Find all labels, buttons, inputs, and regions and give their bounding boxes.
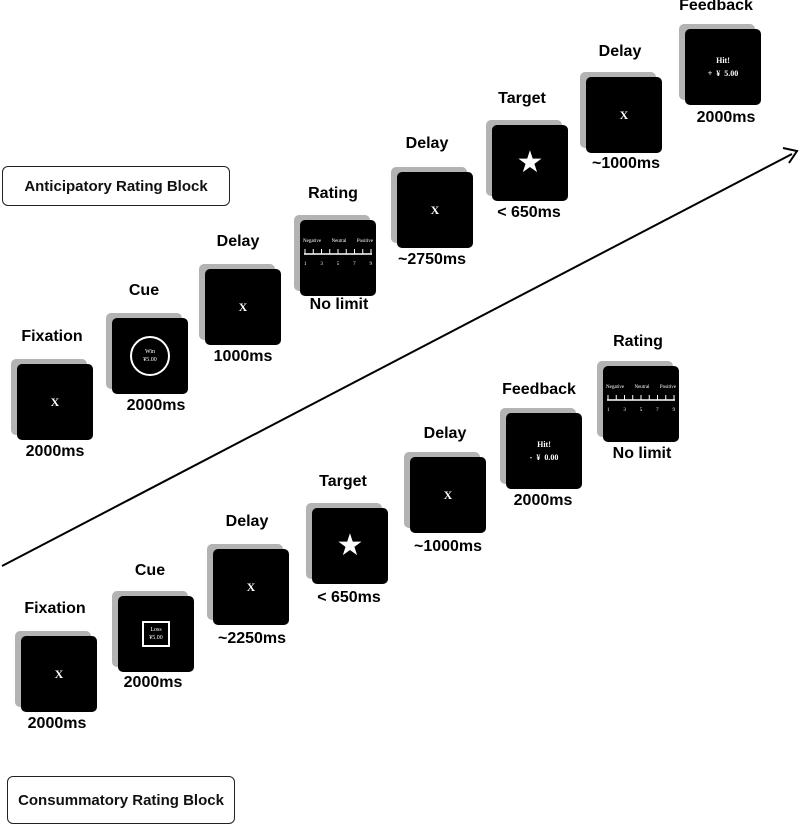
timeline-arrow-line bbox=[1, 153, 793, 567]
a-step-6-screen: ★ bbox=[486, 120, 568, 201]
c-step-5-screen: X bbox=[404, 452, 486, 533]
a-step-5-title: Delay bbox=[405, 135, 449, 152]
c-step-3-screen: X bbox=[207, 544, 289, 625]
cue-line-2: ¥5.00 bbox=[143, 357, 157, 363]
a-step-1-title: Fixation bbox=[21, 328, 83, 345]
c-step-2-screen: Loss ¥5.00 bbox=[112, 591, 194, 672]
rating-scale bbox=[304, 249, 372, 255]
a-step-6-duration: < 650ms bbox=[497, 204, 561, 221]
c-step-6-screen: Hit! - ¥ 0.00 bbox=[500, 408, 582, 489]
cue-line-1: Loss bbox=[150, 627, 162, 633]
target-star-icon: ★ bbox=[516, 145, 544, 180]
feedback-text: Hit! - ¥ 0.00 bbox=[530, 440, 559, 462]
c-step-1-title: Fixation bbox=[24, 600, 86, 617]
c-step-6-duration: 2000ms bbox=[513, 492, 573, 509]
feedback-amount: - ¥ 0.00 bbox=[529, 453, 559, 462]
c-step-6-title: Feedback bbox=[502, 381, 576, 398]
target-star-icon: ★ bbox=[336, 528, 364, 563]
fixation-cross: X bbox=[54, 666, 64, 681]
rating-label-positive: Positive bbox=[659, 385, 676, 390]
cue-line-2: ¥5.00 bbox=[149, 635, 163, 641]
c-step-5-title: Delay bbox=[423, 425, 467, 442]
a-step-3-title: Delay bbox=[216, 233, 260, 250]
rating-label-positive: Positive bbox=[356, 239, 373, 244]
rating-label-negative: Negative bbox=[606, 385, 625, 390]
feedback-amount: + ¥ 5.00 bbox=[707, 69, 739, 78]
a-step-8-duration: 2000ms bbox=[696, 109, 756, 126]
c-step-3-duration: ~2250ms bbox=[217, 630, 287, 647]
c-step-2-title: Cue bbox=[134, 562, 166, 579]
a-step-3-duration: 1000ms bbox=[213, 348, 273, 365]
c-step-7-screen: Negative Neutral Positive 1 3 5 7 9 bbox=[597, 361, 679, 442]
a-step-1-duration: 2000ms bbox=[25, 443, 85, 460]
rating-numbers: 1 3 5 7 9 bbox=[607, 408, 675, 413]
feedback-text: Hit! + ¥ 5.00 bbox=[708, 56, 739, 78]
cue-line-1: Win bbox=[144, 349, 156, 355]
a-step-4-title: Rating bbox=[308, 185, 358, 202]
feedback-hit: Hit! bbox=[537, 440, 551, 449]
a-step-8-screen: Hit! + ¥ 5.00 bbox=[679, 24, 761, 105]
c-step-2-duration: 2000ms bbox=[123, 674, 183, 691]
c-step-1-screen: X bbox=[15, 631, 97, 712]
c-step-7-duration: No limit bbox=[612, 445, 672, 462]
rating-numbers: 1 3 5 7 9 bbox=[304, 262, 372, 267]
a-step-4-duration: No limit bbox=[309, 296, 369, 313]
rating-scale bbox=[607, 395, 675, 401]
fixation-cross: X bbox=[50, 394, 60, 409]
c-step-4-screen: ★ bbox=[306, 503, 388, 584]
a-step-1-screen: X bbox=[11, 359, 93, 440]
c-step-5-duration: ~1000ms bbox=[413, 538, 483, 555]
a-step-6-title: Target bbox=[498, 90, 546, 107]
a-step-2-screen: Win ¥5.00 bbox=[106, 313, 188, 394]
a-step-5-screen: X bbox=[391, 167, 473, 248]
a-step-8-title: Feedback bbox=[679, 0, 753, 14]
consummatory-block-label: Consummatory Rating Block bbox=[7, 776, 235, 824]
rating-label-neutral: Neutral bbox=[331, 239, 347, 244]
a-step-2-duration: 2000ms bbox=[126, 397, 186, 414]
a-step-7-title: Delay bbox=[598, 43, 642, 60]
fixation-cross: X bbox=[443, 487, 453, 502]
a-step-2-title: Cue bbox=[128, 282, 160, 299]
rating-label-neutral: Neutral bbox=[634, 385, 650, 390]
feedback-hit: Hit! bbox=[716, 56, 730, 65]
anticipatory-block-label: Anticipatory Rating Block bbox=[2, 166, 230, 206]
a-step-7-screen: X bbox=[580, 72, 662, 153]
loss-cue-square: Loss ¥5.00 bbox=[142, 621, 170, 647]
win-cue-circle: Win ¥5.00 bbox=[130, 336, 170, 376]
fixation-cross: X bbox=[246, 579, 256, 594]
fixation-cross: X bbox=[619, 107, 629, 122]
rating-labels: Negative Neutral Positive bbox=[606, 385, 676, 390]
a-step-5-duration: ~2750ms bbox=[397, 251, 467, 268]
a-step-3-screen: X bbox=[199, 264, 281, 345]
rating-label-negative: Negative bbox=[303, 239, 322, 244]
c-step-4-title: Target bbox=[319, 473, 367, 490]
fixation-cross: X bbox=[238, 299, 248, 314]
timeline-arrow-head bbox=[782, 147, 799, 164]
c-step-1-duration: 2000ms bbox=[27, 715, 87, 732]
a-step-7-duration: ~1000ms bbox=[591, 155, 661, 172]
fixation-cross: X bbox=[430, 202, 440, 217]
rating-labels: Negative Neutral Positive bbox=[303, 239, 373, 244]
a-step-4-screen: Negative Neutral Positive 1 3 5 7 9 bbox=[294, 215, 376, 296]
c-step-3-title: Delay bbox=[225, 513, 269, 530]
c-step-4-duration: < 650ms bbox=[317, 589, 381, 606]
c-step-7-title: Rating bbox=[613, 333, 663, 350]
